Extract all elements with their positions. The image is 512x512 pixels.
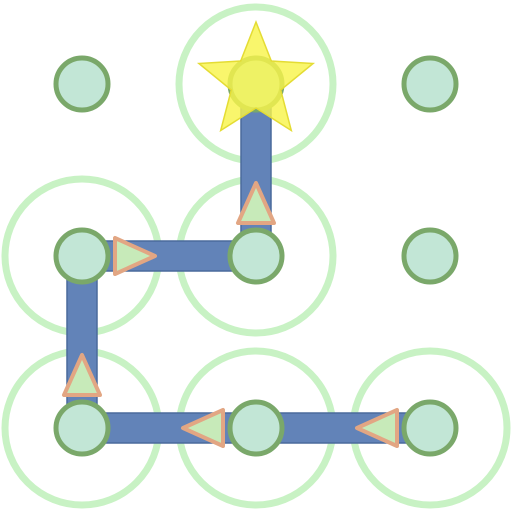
pattern-dot-r1c0[interactable] — [53, 227, 111, 285]
pattern-dot-r1c2[interactable] — [401, 227, 459, 285]
pattern-dot-r2c0[interactable] — [53, 399, 111, 457]
end-marker — [196, 19, 316, 133]
direction-arrow-5 — [236, 181, 276, 225]
pattern-dot-r0c2[interactable] — [401, 55, 459, 113]
direction-arrow-1 — [355, 408, 399, 448]
pattern-dot-r1c1[interactable] — [227, 227, 285, 285]
pattern-dot-r0c0[interactable] — [53, 55, 111, 113]
pattern-dot-r2c2[interactable] — [401, 399, 459, 457]
direction-arrows — [62, 181, 399, 448]
star-icon — [196, 19, 316, 133]
direction-arrow-2 — [181, 408, 225, 448]
pattern-dot-r2c1[interactable] — [227, 399, 285, 457]
direction-arrow-3 — [62, 353, 102, 397]
direction-arrow-4 — [113, 236, 157, 276]
